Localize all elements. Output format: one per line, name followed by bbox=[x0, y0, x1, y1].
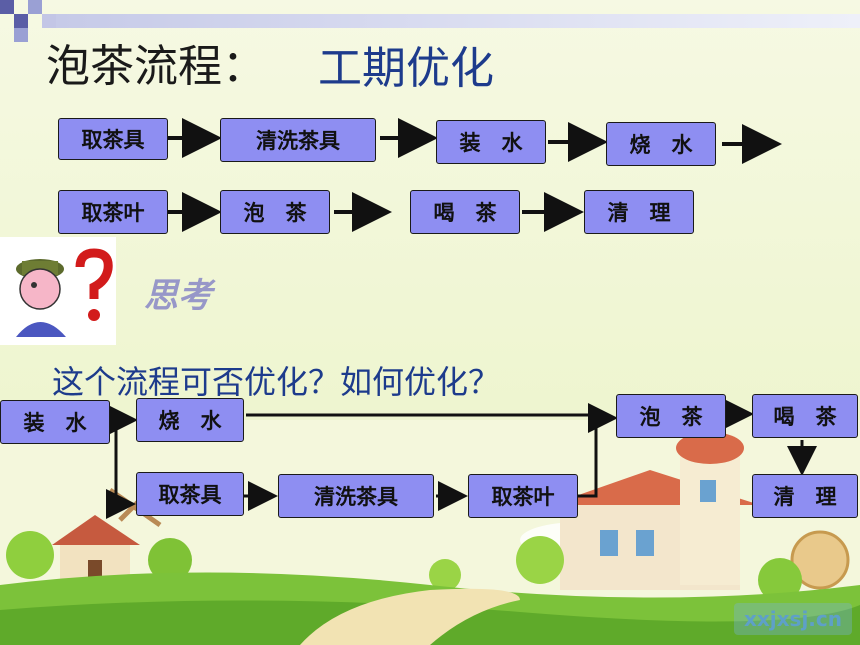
opt-brew-tea: 泡 茶 bbox=[616, 394, 726, 438]
header-bar bbox=[56, 14, 860, 28]
step-get-teaware: 取茶具 bbox=[58, 118, 168, 160]
step-brew-tea: 泡 茶 bbox=[220, 190, 330, 234]
opt-clean-up: 清 理 bbox=[752, 474, 858, 518]
question-text: 这个流程可否优化？如何优化？ bbox=[52, 363, 501, 401]
watermark-logo: xxjxsj.cn bbox=[734, 603, 852, 635]
step-drink-tea: 喝 茶 bbox=[410, 190, 520, 234]
opt-boil-water: 烧 水 bbox=[136, 398, 244, 442]
corner-square-4 bbox=[14, 28, 28, 42]
corner-square-3 bbox=[28, 0, 42, 14]
think-label: 思考 bbox=[144, 276, 212, 316]
step-clean-up: 清 理 bbox=[584, 190, 694, 234]
step-boil-water: 烧 水 bbox=[606, 122, 716, 166]
step-wash-teaware: 清洗茶具 bbox=[220, 118, 376, 162]
page-title: 泡茶流程： bbox=[46, 41, 266, 92]
opt-get-teaware: 取茶具 bbox=[136, 472, 244, 516]
opt-drink-tea: 喝 茶 bbox=[752, 394, 858, 438]
corner-square-1 bbox=[0, 0, 14, 14]
step-get-tea-leaves: 取茶叶 bbox=[58, 190, 168, 234]
opt-wash-teaware: 清洗茶具 bbox=[278, 474, 434, 518]
corner-square-5 bbox=[42, 14, 56, 28]
thinking-person-icon bbox=[0, 237, 116, 345]
step-fill-water: 装 水 bbox=[436, 120, 546, 164]
opt-get-tea-leaves: 取茶叶 bbox=[468, 474, 578, 518]
corner-square-2 bbox=[14, 14, 28, 28]
opt-fill-water: 装 水 bbox=[0, 400, 110, 444]
page-subtitle: 工期优化 bbox=[318, 43, 494, 94]
